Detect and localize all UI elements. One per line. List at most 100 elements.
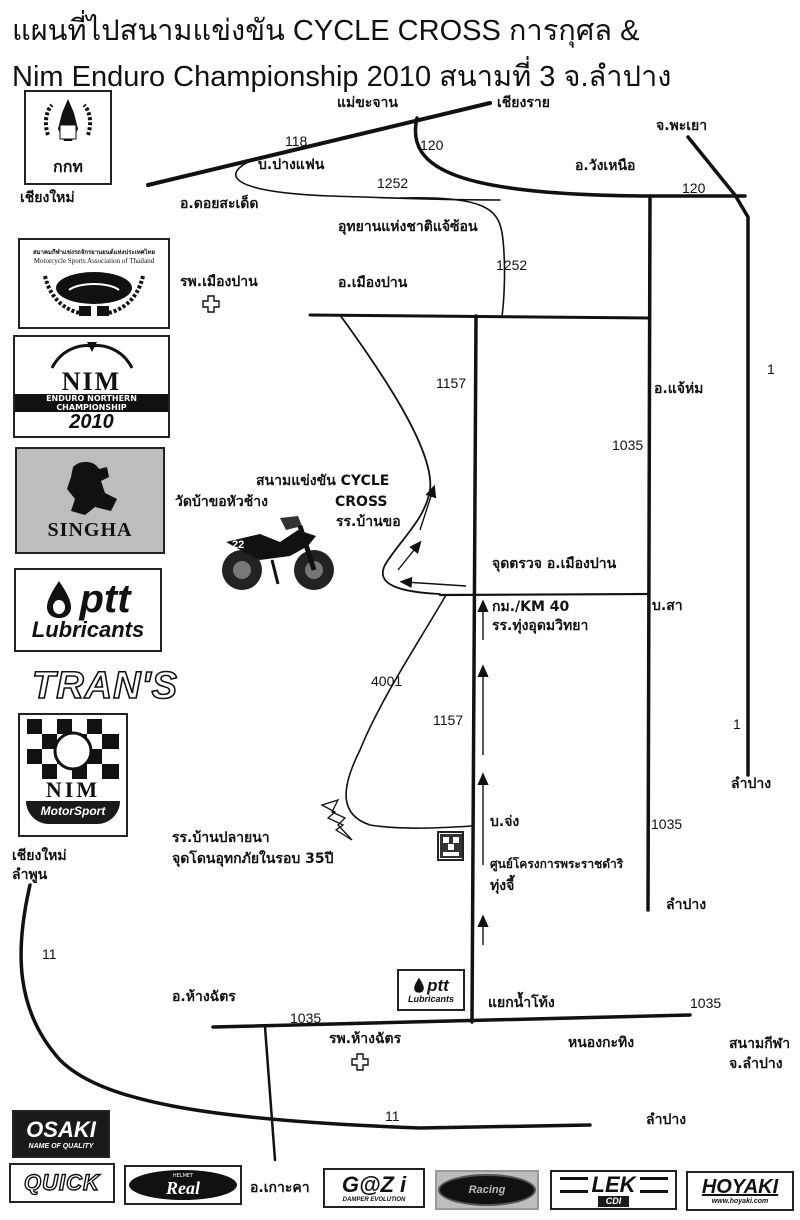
logo-text: NIM: [45, 777, 101, 802]
checkered-lion-icon: [27, 719, 119, 779]
stripe-decoration: [559, 1176, 588, 1193]
oil-drop-icon: [47, 581, 72, 618]
logo-nim-enduro: NIM ENDURO NORTHERN CHAMPIONSHIP 2010: [13, 335, 170, 438]
logo-osaki: OSAKI NAME OF QUALITY: [12, 1110, 110, 1158]
logo-text: MotorSport: [26, 801, 120, 824]
logo-text: Lubricants: [31, 617, 145, 642]
logo-text: TRAN'S: [31, 664, 178, 708]
logo-nim-motorsport: NIM MotorSport: [18, 713, 128, 837]
road-number-4001: 4001: [371, 673, 403, 689]
logo-text: DAMPER EVOLUTION: [342, 1196, 406, 1203]
logo-text: Lubricants: [407, 993, 454, 1004]
road-number-118: 118: [285, 133, 308, 149]
road-number-11: 11: [42, 946, 57, 962]
label-ban-sa: บ.สา: [652, 598, 683, 614]
label-stadium: สนามกีฬา: [729, 1036, 791, 1052]
label-stadium-lampang: จ.ลำปาง: [729, 1056, 783, 1072]
label-chiang-mai: เชียงใหม่: [20, 190, 75, 206]
logo-text: ENDURO NORTHERN CHAMPIONSHIP: [15, 393, 168, 412]
label-phayao: จ.พะเยา: [656, 118, 708, 134]
logo-text: ptt: [79, 577, 131, 621]
road-number-1035: 1035: [290, 1010, 322, 1026]
map-title-line2: Nim Enduro Championship 2010 สนามที่ 3 จ…: [12, 61, 672, 93]
logo-text: NIM: [61, 366, 122, 396]
checkered-lion-icon: [439, 834, 462, 858]
label-lamphun: ลำพูน: [12, 867, 48, 883]
stripe-decoration: [639, 1176, 668, 1193]
logo-text: CDI: [597, 1195, 630, 1207]
logo-trans: TRAN'S: [17, 664, 193, 708]
label-ko-kha: อ.เกาะคา: [250, 1180, 310, 1196]
label-ban-chong: บ.จ่ง: [490, 814, 520, 830]
road-11: [19, 883, 592, 1130]
logo-text: OSAKI: [26, 1116, 96, 1142]
label-chiang-rai: เชียงราย: [497, 95, 550, 111]
label-hang-chat-hospital: รพ.ห้างฉัตร: [329, 1031, 402, 1047]
logo-ptt-small: ptt Lubricants: [397, 969, 465, 1011]
map-title-line1: แผนที่ไปสนามแข่งขัน CYCLE CROSS การกุศล …: [12, 15, 640, 47]
road-number-1035: 1035: [690, 995, 722, 1011]
label-wang-nuea: อ.วังเหนือ: [575, 158, 636, 174]
logo-text: HOYAKI: [701, 1176, 779, 1198]
label-lampang-bottom: ลำปาง: [646, 1112, 687, 1128]
road-ko-kha: [263, 1025, 277, 1162]
flood-lightning-icon: [320, 798, 353, 841]
road-checkpoint: [438, 592, 650, 597]
label-ban-pang-faen: บ.ปางแฟน: [258, 157, 325, 173]
label-lampang-mid: ลำปาง: [666, 897, 707, 913]
logo-text: QUICK: [23, 1169, 100, 1195]
road-number-1: 1: [733, 716, 741, 732]
road-number-1157: 1157: [436, 375, 467, 391]
logo-text: LEK: [591, 1171, 636, 1197]
road-1157-vertical: [470, 314, 478, 1024]
logo-gozi: G@Z i DAMPER EVOLUTION: [323, 1168, 425, 1208]
crown-laurel-icon: [50, 341, 133, 369]
road-to-venue: [339, 314, 441, 595]
road-1035-vertical: [646, 194, 652, 912]
msat-emblem-icon: [43, 272, 145, 316]
oil-drop-icon: [414, 977, 424, 993]
road-number-1035: 1035: [612, 437, 644, 453]
svg-text:22: 22: [232, 539, 244, 551]
hospital-cross-icon: [351, 1053, 369, 1071]
logo-text: สมาคมกีฬาแข่งรถจักรยานยนต์แห่งประเทศไทย: [33, 249, 155, 256]
label-chiang-mai-lower: เชียงใหม่: [12, 848, 67, 864]
road-1035-bottom: [211, 1013, 692, 1029]
logo-hoyaki: HOYAKI www.hoyaki.com: [686, 1171, 794, 1211]
elephant-emblem-icon: [43, 99, 93, 141]
label-nong-kathing: หนองกะทิง: [568, 1035, 635, 1051]
logo-sponsor-oval: Racing: [435, 1170, 539, 1210]
logo-singha: SINGHA: [15, 447, 165, 554]
label-race-venue-cross: CROSS: [335, 494, 388, 510]
logo-text: Motorcycle Sports Association of Thailan…: [33, 257, 155, 265]
label-chae-hom: อ.แจ้ห่ม: [654, 381, 704, 397]
logo-text: กกท: [53, 159, 83, 176]
road-4001: [345, 594, 473, 829]
logo-ptt-lubricants: ptt Lubricants: [14, 568, 162, 652]
logo-nim-small: [437, 831, 464, 861]
logo-text: 2010: [69, 410, 114, 433]
logo-msat: สมาคมกีฬาแข่งรถจักรยานยนต์แห่งประเทศไทย …: [18, 238, 170, 329]
road-120: [413, 116, 747, 198]
logo-text: NAME OF QUALITY: [28, 1142, 94, 1150]
road-number-1252: 1252: [377, 175, 409, 191]
label-mueang-pan: อ.เมืองปาน: [338, 275, 408, 291]
label-hang-chat: อ.ห้างฉัตร: [172, 989, 236, 1005]
logo-text: ptt: [427, 975, 449, 995]
logo-lek-cdi: LEK CDI: [550, 1170, 677, 1210]
logo-text: G@Z i: [341, 1171, 407, 1197]
label-ban-plai-na-school: รร.บ้านปลายนา: [172, 830, 270, 846]
label-lampang-right: ลำปาง: [731, 776, 772, 792]
label-thung-chi: ทุ่งจี้: [490, 878, 515, 894]
label-ban-kho-school: รร.บ้านขอ: [336, 514, 401, 530]
logo-text: www.hoyaki.com: [711, 1198, 769, 1205]
label-chae-son-park: อุทยานแห่งชาติแจ้ซ้อน: [338, 219, 478, 235]
logo-real-helmet: HELMET Real: [124, 1165, 242, 1205]
road-1252: [399, 197, 506, 318]
motocross-bike-icon: 22: [222, 516, 334, 590]
logo-text: SINGHA: [47, 519, 133, 541]
label-km40: กม./KM 40: [492, 599, 570, 615]
road-number-1: 1: [767, 361, 775, 377]
logo-sports-authority: กกท: [24, 90, 112, 185]
